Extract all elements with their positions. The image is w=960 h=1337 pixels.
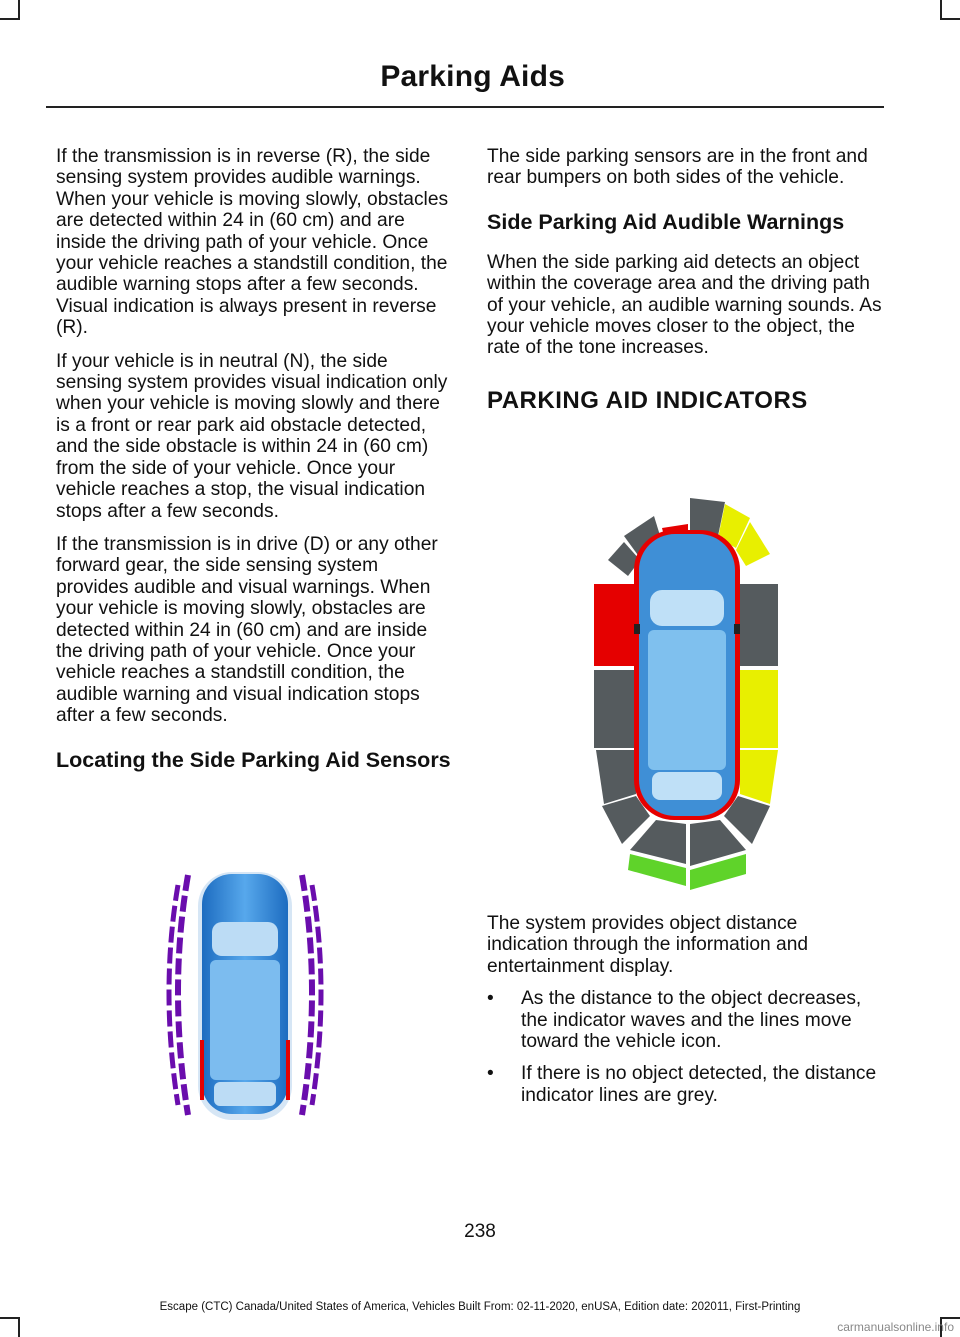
crop-mark	[940, 18, 960, 20]
indicator-bullet-list: • As the distance to the object decrease…	[487, 988, 883, 1106]
vehicle-icon	[634, 530, 740, 820]
crop-mark	[0, 18, 20, 20]
system-indication-paragraph: The system provides object distance indi…	[487, 913, 809, 977]
parking-aid-indicator-figure	[594, 498, 778, 890]
list-item: • As the distance to the object decrease…	[487, 988, 883, 1052]
page-title: Parking Aids	[380, 60, 565, 93]
crop-mark	[940, 0, 942, 20]
audible-warnings-paragraph: When the side parking aid detects an obj…	[487, 251, 882, 359]
side-zone-segments	[594, 584, 778, 748]
watermark: carmanualsonline.info	[837, 1320, 954, 1334]
drive-paragraph: If the transmission is in drive (D) or a…	[56, 533, 438, 727]
header-divider	[46, 106, 884, 108]
sensor-wave-right	[299, 874, 324, 1116]
parking-aid-indicators-heading: PARKING AID INDICATORS	[487, 386, 808, 414]
locating-sensors-heading: Locating the Side Parking Aid Sensors	[56, 747, 451, 772]
bullet-text: If there is no object detected, the dist…	[521, 1063, 877, 1106]
sensor-location-paragraph: The side parking sensors are in the fron…	[487, 146, 868, 189]
crop-mark	[0, 1317, 20, 1319]
bullet-glyph: •	[487, 988, 494, 1010]
crop-mark	[940, 1317, 942, 1337]
rear-zone-segments	[596, 750, 778, 890]
right-column-lower: The system provides object distance indi…	[487, 913, 883, 1117]
crop-mark	[18, 1317, 20, 1337]
crop-mark	[940, 1317, 960, 1319]
list-item: • If there is no object detected, the di…	[487, 1063, 883, 1106]
bullet-glyph: •	[487, 1063, 494, 1085]
vehicle-top-view	[198, 872, 292, 1120]
sensor-wave-left	[166, 874, 191, 1116]
neutral-paragraph: If your vehicle is in neutral (N), the s…	[56, 350, 448, 522]
bullet-text: As the distance to the object decreases,…	[521, 988, 862, 1053]
page-number: 238	[464, 1221, 496, 1242]
reverse-paragraph: If the transmission is in reverse (R), t…	[56, 146, 449, 339]
right-column: The side parking sensors are in the fron…	[487, 146, 883, 415]
side-sensor-coverage-figure	[166, 872, 324, 1120]
left-column: If the transmission is in reverse (R), t…	[56, 146, 452, 772]
edition-footer: Escape (CTC) Canada/United States of Ame…	[159, 1301, 801, 1313]
audible-warnings-heading: Side Parking Aid Audible Warnings	[487, 209, 845, 234]
front-zone-segments	[608, 498, 770, 576]
crop-mark	[18, 0, 20, 20]
